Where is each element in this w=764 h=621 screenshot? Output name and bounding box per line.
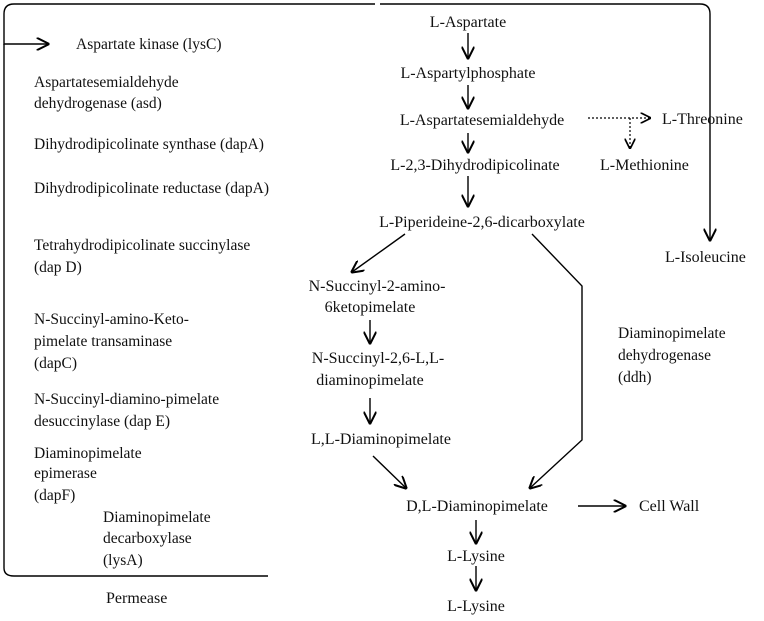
enzyme-lysA-line1: Diaminopimelate xyxy=(103,509,211,526)
metabolite-methionine: L-Methionine xyxy=(600,157,689,174)
enzyme-dapD-line2: (dap D) xyxy=(34,259,82,276)
metabolite-ll-diaminopimelate: L,L-Diaminopimelate xyxy=(311,431,451,448)
feedback-bracket-line xyxy=(3,3,375,44)
enzyme-dapF-line3: (dapF) xyxy=(34,487,75,504)
metabolite-isoleucine: L-Isoleucine xyxy=(665,249,746,266)
enzyme-ddh-line1: Diaminopimelate xyxy=(618,325,726,342)
enzyme-dapE-line1: N-Succinyl-diamino-pimelate xyxy=(34,391,219,408)
enzyme-asd-line2: dehydrogenase (asd) xyxy=(34,95,162,112)
enzyme-dapE-line2: desuccinylase (dap E) xyxy=(34,413,170,430)
enzyme-lysA-line3: (lysA) xyxy=(103,552,143,569)
enzyme-ddh-line3: (ddh) xyxy=(618,369,652,386)
arrow-piperideine-to-succinyl-keto xyxy=(352,233,406,272)
metabolite-threonine: L-Threonine xyxy=(662,111,743,128)
metabolite-succinyl-keto-line1: N-Succinyl-2-amino- xyxy=(309,278,446,295)
permease-label: Permease xyxy=(106,590,167,607)
enzyme-lysA-line2: decarboxylase xyxy=(103,530,192,547)
metabolite-piperideine: L-Piperideine-2,6-dicarboxylate xyxy=(379,214,585,231)
metabolite-dl-diaminopimelate: D,L-Diaminopimelate xyxy=(406,498,548,515)
metabolite-succinyl-keto-line2: 6ketopimelate xyxy=(325,299,416,316)
isoleucine-branch-line xyxy=(380,3,710,240)
metabolite-lysine-intracellular: L-Lysine xyxy=(447,548,505,565)
enzyme-lysC: Aspartate kinase (lysC) xyxy=(76,36,222,53)
metabolite-cell-wall: Cell Wall xyxy=(639,498,700,515)
enzyme-asd-line1: Aspartatesemialdehyde xyxy=(34,74,179,91)
enzyme-dapD-line1: Tetrahydrodipicolinate succinylase xyxy=(34,237,250,254)
enzyme-dapF-line2: epimerase xyxy=(34,465,97,482)
metabolite-dihydrodipicolinate: L-2,3-Dihydrodipicolinate xyxy=(390,157,559,174)
metabolite-aspartate: L-Aspartate xyxy=(430,14,506,31)
enzyme-ddh-line2: dehydrogenase xyxy=(618,347,711,364)
enzyme-dapC-line3: (dapC) xyxy=(34,355,77,372)
metabolite-lysine-excreted: L-Lysine xyxy=(447,598,505,615)
metabolite-aspartatesemialdehyde: L-Aspartatesemialdehyde xyxy=(400,112,564,129)
arrow-piperideine-to-dl-dap-ddh xyxy=(530,233,583,488)
enzyme-bracket-line xyxy=(3,44,268,577)
enzyme-dapA-synthase: Dihydrodipicolinate synthase (dapA) xyxy=(34,136,264,153)
metabolite-succinyl-diamino-line2: diaminopimelate xyxy=(316,372,424,389)
metabolite-aspartylphosphate: L-Aspartylphosphate xyxy=(400,65,535,82)
arrow-ll-dap-to-dl-dap xyxy=(372,455,406,488)
enzyme-dapF-line1: Diaminopimelate xyxy=(34,445,142,462)
enzyme-dapC-line2: pimelate transaminase xyxy=(34,333,172,350)
metabolite-succinyl-diamino-line1: N-Succinyl-2,6-L,L- xyxy=(312,350,444,367)
enzyme-dapC-line1: N-Succinyl-amino-Keto- xyxy=(34,311,189,328)
enzyme-dapA-reductase: Dihydrodipicolinate reductase (dapA) xyxy=(34,180,269,197)
